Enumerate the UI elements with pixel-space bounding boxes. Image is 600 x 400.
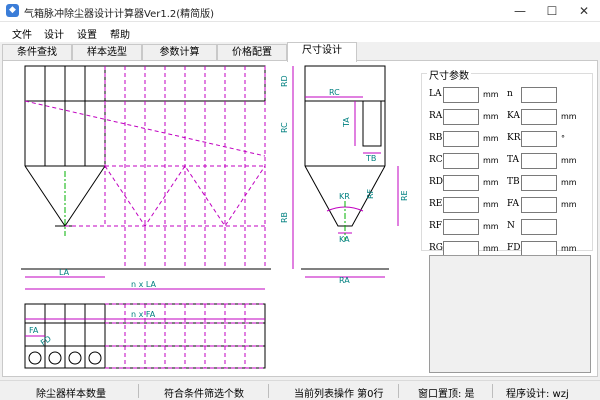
- param-label-rd: RD: [429, 177, 443, 187]
- param-label-rb: RB: [429, 133, 443, 143]
- param-label-la: LA: [429, 89, 442, 99]
- unit-kr: °: [561, 134, 565, 143]
- dim-ta: TA: [342, 117, 351, 128]
- dim-n-la: n x LA: [131, 280, 157, 289]
- param-input-rb[interactable]: [443, 131, 479, 147]
- dim-ra: RA: [339, 276, 350, 285]
- param-label-n: n: [507, 89, 513, 99]
- unit-rf: mm: [483, 222, 499, 231]
- param-input-ra[interactable]: [443, 109, 479, 125]
- side-top-box: [304, 65, 386, 102]
- param-label-fa: FA: [507, 199, 519, 209]
- menu-settings[interactable]: 设置: [77, 30, 97, 41]
- result-output-box[interactable]: [429, 255, 591, 373]
- app-icon: ◆: [6, 4, 19, 17]
- param-input-kr[interactable]: [521, 131, 557, 147]
- param-label-fd: FD: [507, 243, 521, 253]
- status-sample-count: 除尘器样本数量: [36, 389, 106, 400]
- status-topmost: 窗口置顶: 是: [418, 389, 475, 400]
- dim-re: RE: [400, 190, 409, 201]
- param-input-ka[interactable]: [521, 109, 557, 125]
- unit-fa: mm: [561, 200, 577, 209]
- menu-file[interactable]: 文件: [12, 30, 32, 41]
- dim-kr: KR: [339, 192, 350, 201]
- side-inlet: [362, 100, 382, 147]
- dim-fa: FA: [29, 326, 39, 335]
- unit-ka: mm: [561, 112, 577, 121]
- param-input-rc[interactable]: [443, 153, 479, 169]
- dim-la: LA: [59, 268, 70, 277]
- status-bar: 除尘器样本数量 符合条件筛选个数 当前列表操作 第0行 窗口置顶: 是 程序设计…: [0, 380, 600, 400]
- dim-rc: RC: [329, 88, 340, 97]
- title-bar: ◆ 气箱脉冲除尘器设计计算器Ver1.2(精简版) — ☐ ✕: [0, 0, 600, 22]
- dim-tb: TB: [365, 154, 376, 163]
- param-input-re[interactable]: [443, 197, 479, 213]
- status-filtered-count: 符合条件筛选个数: [164, 389, 244, 400]
- unit-re: mm: [483, 200, 499, 209]
- param-input-tb[interactable]: [521, 175, 557, 191]
- status-separator: [268, 384, 269, 398]
- param-label-ra: RA: [429, 111, 443, 121]
- menu-bar: 文件 设计 设置 帮助: [0, 22, 600, 42]
- param-label-ta: TA: [507, 155, 520, 165]
- status-separator: [398, 384, 399, 398]
- tab-sample-selection[interactable]: 样本选型: [72, 44, 142, 61]
- unit-ra: mm: [483, 112, 499, 121]
- status-separator: [138, 384, 139, 398]
- param-label-ka: KA: [507, 111, 520, 121]
- size-params-group: [421, 73, 593, 251]
- param-label-tb: TB: [507, 177, 520, 187]
- dim-rf: RF: [366, 188, 375, 199]
- menu-help[interactable]: 帮助: [110, 30, 130, 41]
- param-label-re: RE: [429, 199, 443, 209]
- tab-strip: 条件查找 样本选型 参数计算 价格配置 尺寸设计: [0, 42, 600, 62]
- size-params-panel: 尺寸参数 LA mm n RA mm KA mm RB mm KR ° RC m…: [421, 67, 595, 375]
- param-input-n[interactable]: [521, 87, 557, 103]
- param-input-la[interactable]: [443, 87, 479, 103]
- unit-rb: mm: [483, 134, 499, 143]
- menu-design[interactable]: 设计: [44, 30, 64, 41]
- unit-tb: mm: [561, 178, 577, 187]
- dim-n-fa: n x FA: [131, 310, 156, 319]
- dim-rb: RB: [280, 212, 289, 223]
- group-title: 尺寸参数: [427, 67, 471, 82]
- status-current-row: 当前列表操作 第0行: [294, 389, 384, 400]
- unit-rg: mm: [483, 244, 499, 253]
- unit-ta: mm: [561, 156, 577, 165]
- param-input-fa[interactable]: [521, 197, 557, 213]
- param-label-kr: KR: [507, 133, 521, 143]
- minimize-button[interactable]: —: [514, 4, 526, 18]
- tab-size-design[interactable]: 尺寸设计: [287, 42, 357, 62]
- unit-rc: mm: [483, 156, 499, 165]
- close-button[interactable]: ✕: [578, 4, 590, 18]
- param-input-ta[interactable]: [521, 153, 557, 169]
- dust-collector-drawing: LA n x LA FA n x FA FD RC RD RC RB TA TB…: [21, 65, 409, 369]
- unit-la: mm: [483, 90, 499, 99]
- param-input-rd[interactable]: [443, 175, 479, 191]
- status-author: 程序设计: wzj: [506, 389, 569, 400]
- status-separator: [492, 384, 493, 398]
- param-label-rc: RC: [429, 155, 443, 165]
- dim-rc-side: RC: [280, 122, 289, 133]
- maximize-button[interactable]: ☐: [546, 4, 558, 18]
- param-label-n-count: N: [507, 221, 515, 231]
- size-design-panel: LA n x LA FA n x FA FD RC RD RC RB TA TB…: [2, 60, 598, 377]
- tab-condition-search[interactable]: 条件查找: [2, 44, 72, 61]
- param-input-rf[interactable]: [443, 219, 479, 235]
- window-title: 气箱脉冲除尘器设计计算器Ver1.2(精简版): [24, 9, 215, 20]
- unit-fd: mm: [561, 244, 577, 253]
- param-input-n-count[interactable]: [521, 219, 557, 235]
- param-label-rf: RF: [429, 221, 443, 231]
- tab-param-calc[interactable]: 参数计算: [142, 44, 217, 61]
- tab-price-config[interactable]: 价格配置: [217, 44, 287, 61]
- dim-ka: KA: [339, 235, 350, 244]
- unit-rd: mm: [483, 178, 499, 187]
- dim-rd: RD: [280, 75, 289, 87]
- param-label-rg: RG: [429, 243, 443, 253]
